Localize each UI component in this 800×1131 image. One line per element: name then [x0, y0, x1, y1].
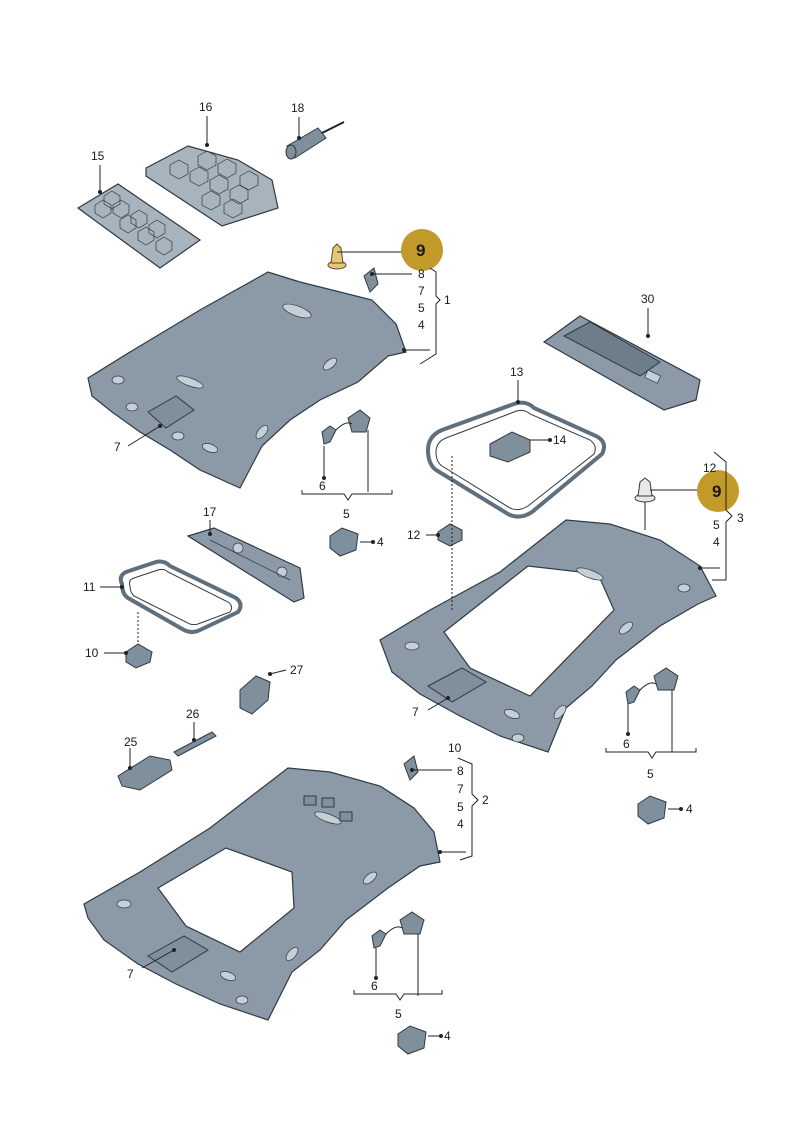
clip-8-lower — [403, 755, 419, 781]
callout-5-middle-right: 5 — [713, 518, 720, 532]
bracket-25 — [117, 755, 173, 791]
callout-17: 17 — [203, 505, 217, 519]
clip-4-middle — [637, 795, 667, 825]
callout-6-upper: 6 — [319, 479, 326, 493]
seal-frame-11 — [118, 559, 243, 634]
bracket-27 — [239, 675, 271, 715]
callout-18: 18 — [291, 101, 305, 115]
highlight-badge-9-middle — [697, 470, 739, 512]
callout-6-lower: 6 — [371, 979, 378, 993]
callout-7-upper-right: 7 — [418, 284, 425, 298]
clip-10 — [125, 643, 153, 669]
insulation-mat-15 — [76, 183, 202, 269]
callout-8-lower: 8 — [457, 764, 464, 778]
callout-7-lower-right: 7 — [457, 782, 464, 796]
callout-14: 14 — [553, 433, 567, 447]
callout-3: 3 — [737, 511, 744, 525]
headliner-1 — [87, 271, 407, 489]
callout-7-middle: 7 — [412, 705, 419, 719]
trim-panel-17 — [186, 527, 305, 603]
callout-10: 10 — [85, 646, 99, 660]
callout-15: 15 — [91, 149, 105, 163]
retaining-cap-9-upper — [327, 243, 347, 270]
headliner-3 — [379, 519, 717, 753]
callout-12-left: 12 — [407, 528, 421, 542]
highlight-badge-9-upper — [401, 229, 443, 271]
headliner-2 — [83, 767, 441, 1021]
callout-7-upper-left: 7 — [114, 440, 121, 454]
callout-9-middle: 9 — [712, 482, 721, 501]
callout-16: 16 — [199, 100, 213, 114]
adhesive-tube-18 — [285, 121, 345, 160]
callout-5-middle: 5 — [647, 767, 654, 781]
callout-26: 26 — [186, 707, 200, 721]
clip-4-lower — [397, 1025, 427, 1055]
lamp-assembly-upper — [321, 409, 371, 445]
callout-25: 25 — [124, 735, 138, 749]
callout-27: 27 — [290, 663, 304, 677]
lamp-assembly-middle — [625, 667, 679, 705]
callout-6-middle: 6 — [623, 737, 630, 751]
callout-5-upper: 5 — [343, 507, 350, 521]
callout-5-lower-right: 5 — [457, 800, 464, 814]
insulation-mat-16 — [145, 145, 279, 227]
callout-9-upper: 9 — [416, 241, 425, 260]
lamp-assembly-lower — [371, 911, 425, 949]
callout-4-upper-right: 4 — [418, 318, 425, 332]
strip-26 — [173, 731, 217, 757]
callout-12-right: 12 — [703, 461, 717, 475]
callout-4-upper: 4 — [377, 535, 384, 549]
clip-12-right — [437, 523, 463, 547]
callout-8-upper: 8 — [418, 267, 425, 281]
retaining-cap-9-middle — [634, 477, 656, 503]
callout-10-lower: 10 — [448, 741, 462, 755]
callout-7-lower-left: 7 — [127, 967, 134, 981]
callout-30: 30 — [641, 292, 655, 306]
sunroof-seal-13 — [425, 400, 606, 519]
callout-2: 2 — [482, 793, 489, 807]
callout-4-middle-right: 4 — [713, 535, 720, 549]
callout-4-lower: 4 — [444, 1029, 451, 1043]
module-14 — [489, 431, 531, 463]
callout-5-upper-right: 5 — [418, 301, 425, 315]
rear-trim-30 — [542, 315, 701, 411]
clip-8-upper — [363, 267, 379, 293]
callout-5-lower: 5 — [395, 1007, 402, 1021]
callout-4-lower-right: 4 — [457, 817, 464, 831]
callout-1: 1 — [444, 293, 451, 307]
callout-11: 11 — [83, 580, 96, 594]
callout-4-middle: 4 — [686, 802, 693, 816]
callout-13: 13 — [510, 365, 524, 379]
clip-4-upper — [329, 527, 359, 557]
